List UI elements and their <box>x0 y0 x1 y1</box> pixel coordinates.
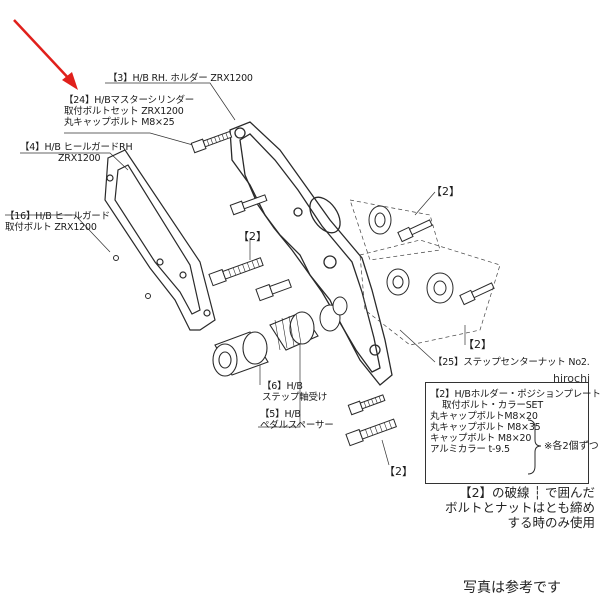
label-part-2-upper: 【2】 <box>431 185 460 198</box>
leader-lines <box>5 82 466 466</box>
label-heel-guard-bolt: 【16】H/B ヒールガード 取付ボルト ZRX1200 <box>5 211 110 233</box>
label-step-bearing: 【6】H/B ステップ軸受け <box>262 381 328 403</box>
bottom-usage-note: 【2】の破線 ┆ で囲んだ ボルトとナットはとも締め する時のみ使用 <box>445 485 596 530</box>
set-bracket-brace <box>527 419 542 475</box>
label-part-2-middle: 【2】 <box>238 230 267 243</box>
watermark: hirochi <box>553 372 591 385</box>
dashed-set-outline <box>349 199 501 346</box>
label-pedal-spacer: 【5】H/B ペダルスペーサー <box>260 409 334 431</box>
collars-nuts <box>319 205 454 332</box>
holder-bracket <box>229 121 393 386</box>
set-box-note: ※各2個ずつ <box>544 441 599 452</box>
red-pointer-arrow <box>13 19 78 90</box>
label-heel-guard: 【4】H/B ヒールガードRH ZRX1200 <box>20 142 133 164</box>
disclaimer-text: 写真は参考です <box>463 580 561 596</box>
cap-bolts <box>113 130 495 447</box>
heel-guard-plate <box>104 149 216 331</box>
set-contents-box <box>425 382 589 484</box>
set-box-text: 【2】H/Bホルダー・ポジションプレート 取付ボルト・カラーSET 丸キャップボ… <box>430 389 600 455</box>
step-bearing-spacer <box>212 311 319 377</box>
label-part-2-right: 【2】 <box>463 338 492 351</box>
label-center-nut: 【25】ステップセンターナット No2. <box>433 357 590 368</box>
label-part-2-lower: 【2】 <box>384 465 413 478</box>
label-master-cylinder-bolts: 【24】H/Bマスターシリンダー 取付ボルトセット ZRX1200 丸キャップボ… <box>64 95 195 128</box>
label-holder: 【3】H/B RH. ホルダー ZRX1200 <box>108 73 253 84</box>
